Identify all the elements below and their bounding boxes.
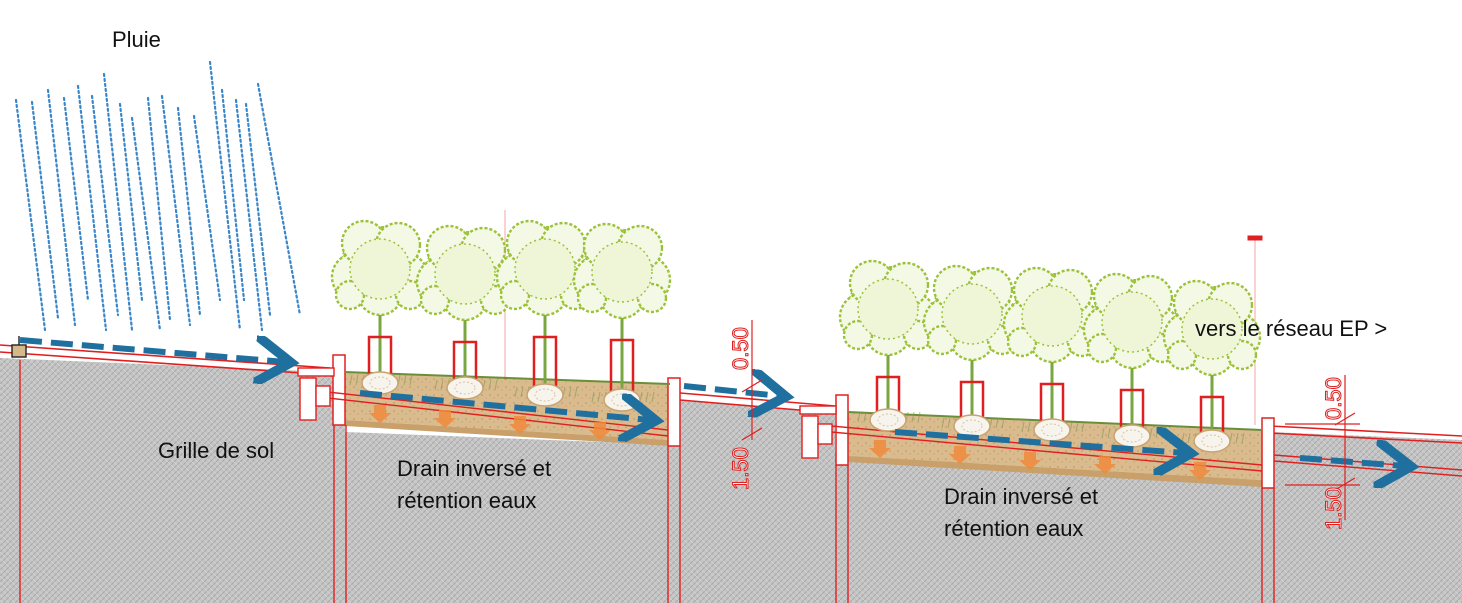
infiltration-arrow-icon: [369, 405, 391, 423]
tree-icon: [838, 259, 938, 432]
flow-arrow-basin-2: [894, 432, 1185, 453]
dimension-a-top: 0.50: [728, 327, 753, 370]
tree-icon: [1002, 266, 1102, 442]
flow-arrow-basin-1: [359, 390, 650, 420]
infiltration-arrow-icon: [949, 446, 971, 464]
rain-line: [234, 98, 264, 332]
ground-section: [0, 358, 1462, 603]
floor-grate-2: [799, 405, 837, 459]
dimension-markers: [741, 320, 1360, 520]
dimension-b-top: 0.50: [1321, 377, 1346, 420]
rain-line: [90, 94, 120, 317]
drain-2-label-line2: rétention eaux: [944, 516, 1084, 541]
drain-1-label-line1: Drain inversé et: [397, 456, 552, 481]
rain-line: [160, 94, 192, 327]
rain-line: [244, 102, 272, 317]
rain-label: Pluie: [112, 27, 161, 52]
rain-line: [256, 82, 302, 317]
trees: [330, 219, 1262, 453]
rain-line: [146, 96, 172, 322]
tree-icon: [415, 224, 515, 400]
tree-icon: [922, 264, 1022, 438]
drain-1-label-line2: rétention eaux: [397, 488, 537, 513]
rain-line: [208, 60, 242, 332]
network-label: vers le réseau EP >: [1195, 316, 1388, 341]
infiltration-arrow-icon: [869, 440, 891, 458]
flow-arrow-rain: [19, 340, 285, 362]
rain-line: [76, 84, 108, 332]
rain-line: [130, 116, 162, 332]
planter-basin-1: [332, 354, 681, 447]
infiltration-arrow-icon: [1094, 456, 1116, 474]
tree-icon: [330, 219, 430, 395]
flow-arrow-outlet: [1299, 458, 1405, 466]
rain-lines: [14, 60, 302, 332]
infiltration-arrow-icon: [434, 410, 456, 428]
infiltration-arrows: [369, 405, 1211, 480]
manhole-icon: [11, 336, 27, 358]
dimension-b-bottom: 1.50: [1321, 487, 1346, 530]
rain-line: [102, 72, 134, 332]
tree-icon: [1082, 272, 1182, 448]
rain-line: [62, 96, 90, 302]
dimension-a-bottom: 1.50: [728, 447, 753, 490]
flow-arrows: [19, 340, 1405, 466]
infiltration-arrow-icon: [589, 422, 611, 440]
rain-line: [118, 102, 144, 302]
rain-line: [14, 98, 47, 332]
infiltration-arrow-icon: [1019, 452, 1041, 470]
floor-grate-label: Grille de sol: [158, 438, 275, 463]
flow-arrow-between: [683, 386, 780, 396]
infiltration-arrow-icon: [509, 416, 531, 434]
drain-2-label-line1: Drain inversé et: [944, 484, 1099, 509]
rain-line: [192, 114, 222, 302]
rain-line: [30, 100, 60, 320]
tree-icon: [572, 222, 672, 412]
tree-icon: [1162, 279, 1262, 453]
structure-lines: [19, 360, 1275, 603]
rain-line: [176, 106, 202, 317]
rain-line: [46, 88, 77, 327]
rain-line: [220, 88, 246, 302]
floor-grate-1: [297, 367, 335, 421]
